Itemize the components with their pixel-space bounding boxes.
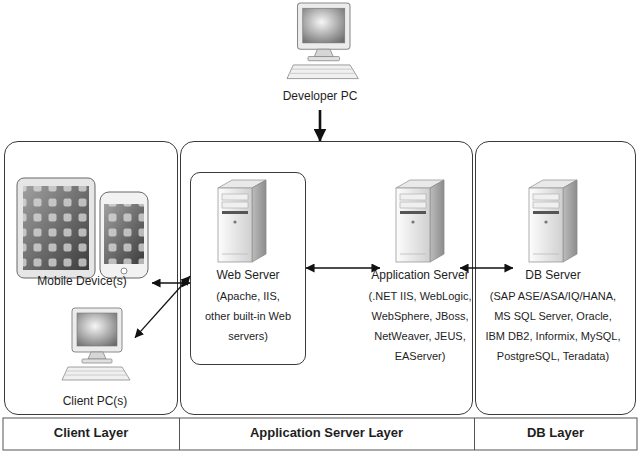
- node-title: Developer PC: [260, 88, 380, 104]
- server-box: Web Server (Apache, IIS, other built-in W…: [190, 172, 306, 365]
- tablet-icons: [23, 186, 89, 270]
- device-node: Client PC(s): [55, 300, 135, 412]
- tablet-screen: [23, 186, 89, 270]
- tablet-body: [17, 178, 95, 278]
- server-illustration: [529, 180, 577, 262]
- layer-box: DB LayerDB Server(SAP ASE/ASA/IQ/HANA, M…: [475, 141, 636, 415]
- product-list: (Apache, IIS, other built-in Web servers…: [205, 286, 291, 346]
- product-list: (SAP ASE/ASA/IQ/HANA, MS SQL Server, Ora…: [485, 286, 621, 366]
- layer-box: Application Server LayerWeb Server(Apach…: [180, 141, 473, 415]
- server-node: DB Server(SAP ASE/ASA/IQ/HANA, MS SQL Se…: [513, 178, 593, 290]
- server-illustration: [218, 180, 266, 262]
- layer-label: Client Layer: [5, 417, 177, 449]
- band-divider: [474, 418, 475, 450]
- node-title: Mobile Device(s): [7, 273, 157, 289]
- node-title: DB Server: [485, 267, 621, 283]
- tablet-illustration: [17, 178, 95, 278]
- connector-arrow: [460, 267, 513, 268]
- device-node: Mobile Device(s): [12, 172, 152, 292]
- layer-label: Application Server Layer: [181, 417, 472, 449]
- server-illustration: [396, 180, 444, 262]
- phone-icons: [104, 204, 144, 264]
- workstation-node: Developer PC: [275, 0, 365, 110]
- phone-screen: [104, 204, 144, 264]
- phone-illustration: [100, 192, 148, 278]
- node-title: Client PC(s): [35, 393, 155, 409]
- connector-arrow: [152, 282, 190, 283]
- layer-box: Client LayerMobile Device(s)Client PC(s): [4, 141, 178, 415]
- node-title: Web Server: [205, 267, 291, 283]
- desktop-illustration: [62, 308, 130, 380]
- connector-arrow: [135, 276, 190, 337]
- server-node: Application Server(.NET IIS, WebLogic, W…: [380, 178, 460, 290]
- layer-label: DB Layer: [476, 417, 635, 449]
- connector-arrow: [306, 267, 380, 268]
- workstation-illustration: [287, 3, 358, 79]
- product-list: (.NET IIS, WebLogic, WebSphere, JBoss, N…: [358, 286, 483, 366]
- node-title: Application Server: [358, 267, 483, 283]
- phone-button: [121, 268, 127, 274]
- connector-arrow: [319, 110, 322, 141]
- layer-band: [3, 418, 637, 450]
- band-divider: [179, 418, 180, 450]
- phone-body: [100, 192, 148, 278]
